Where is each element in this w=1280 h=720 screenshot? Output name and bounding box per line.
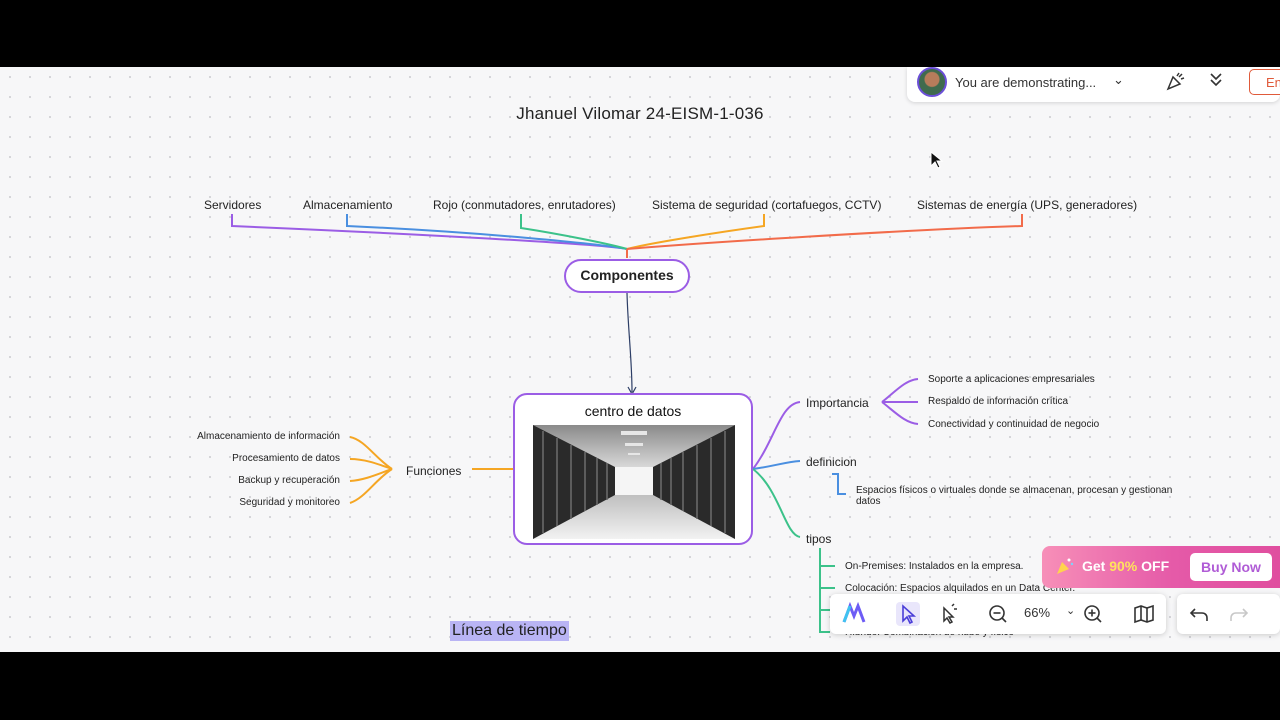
centro-de-datos-label: centro de datos xyxy=(584,403,682,419)
map-icon[interactable] xyxy=(1132,602,1156,626)
buy-now-button[interactable]: Buy Now xyxy=(1190,553,1272,581)
video-letterbox-bottom xyxy=(0,652,1280,720)
double-chevron-down-icon[interactable] xyxy=(1207,70,1225,90)
app-logo-icon[interactable] xyxy=(842,601,866,626)
promo-percent: 90% xyxy=(1109,558,1138,574)
centro-de-datos-node[interactable]: centro de datos xyxy=(513,393,753,545)
funcion-item[interactable]: Almacenamiento de información xyxy=(197,431,340,442)
demonstrating-status[interactable]: You are demonstrating... xyxy=(955,75,1097,90)
funciones-node[interactable]: Funciones xyxy=(406,464,462,478)
timeline-label[interactable]: Línea de tiempo xyxy=(450,621,569,641)
zoom-out-icon[interactable] xyxy=(986,602,1010,626)
video-letterbox-top xyxy=(0,0,1280,67)
mouse-cursor-icon xyxy=(930,150,944,174)
funcion-item[interactable]: Procesamiento de datos xyxy=(232,453,340,464)
importancia-item[interactable]: Conectividad y continuidad de negocio xyxy=(928,419,1100,430)
select-tool-icon[interactable] xyxy=(896,602,920,626)
zoom-level[interactable]: 66% xyxy=(1024,605,1051,620)
importancia-node[interactable]: Importancia xyxy=(806,396,869,410)
component-servidores[interactable]: Servidores xyxy=(204,198,262,212)
component-almacenamiento[interactable]: Almacenamiento xyxy=(303,198,393,212)
promo-text: Get 90% OFF xyxy=(1082,558,1169,574)
promo-banner: Get 90% OFF Buy Now xyxy=(1042,546,1280,588)
component-red[interactable]: Rojo (conmutadores, enrutadores) xyxy=(433,198,616,212)
tipo-item[interactable]: Colocación: Espacios alquilados en un Da… xyxy=(845,583,1076,594)
bottom-toolbar: 66% ⌄ xyxy=(830,594,1166,634)
connector-lines xyxy=(231,214,1023,633)
funcion-item[interactable]: Backup y recuperación xyxy=(238,475,340,486)
laser-pointer-icon[interactable] xyxy=(936,602,960,626)
definicion-text-line2[interactable]: datos xyxy=(856,496,881,507)
history-toolbar xyxy=(1177,594,1280,634)
componentes-node[interactable]: Componentes xyxy=(564,259,690,293)
promo-prefix: Get xyxy=(1082,558,1110,574)
importancia-item[interactable]: Respaldo de información crítica xyxy=(928,396,1069,407)
avatar[interactable] xyxy=(917,67,947,97)
tipo-item[interactable]: On-Premises: Instalados en la empresa. xyxy=(845,561,1024,572)
celebrate-icon[interactable] xyxy=(1165,70,1187,92)
undo-icon[interactable] xyxy=(1187,602,1211,626)
definicion-node[interactable]: definicion xyxy=(806,455,857,469)
chevron-down-icon[interactable]: ⌄ xyxy=(1113,72,1124,87)
promo-suffix: OFF xyxy=(1137,558,1170,574)
party-popper-icon xyxy=(1054,555,1076,577)
tipos-node[interactable]: tipos xyxy=(806,532,832,546)
demonstrating-bar: You are demonstrating... ⌄ En xyxy=(907,67,1280,102)
funcion-item[interactable]: Seguridad y monitoreo xyxy=(239,497,340,508)
component-energia[interactable]: Sistemas de energía (UPS, generadores) xyxy=(917,198,1138,212)
zoom-in-icon[interactable] xyxy=(1081,602,1105,626)
mindmap-canvas[interactable]: Jhanuel Vilomar 24-EISM-1-036 Servidores… xyxy=(0,67,1280,652)
document-title[interactable]: Jhanuel Vilomar 24-EISM-1-036 xyxy=(516,104,764,123)
server-room-image xyxy=(533,425,735,539)
definicion-text-line1[interactable]: Espacios físicos o virtuales donde se al… xyxy=(856,485,1173,496)
component-seguridad[interactable]: Sistema de seguridad (cortafuegos, CCTV) xyxy=(652,198,882,212)
importancia-item[interactable]: Soporte a aplicaciones empresariales xyxy=(928,374,1095,385)
zoom-chevron-icon[interactable]: ⌄ xyxy=(1066,605,1076,617)
redo-icon[interactable] xyxy=(1227,602,1251,626)
end-demo-button[interactable]: En xyxy=(1249,69,1280,95)
